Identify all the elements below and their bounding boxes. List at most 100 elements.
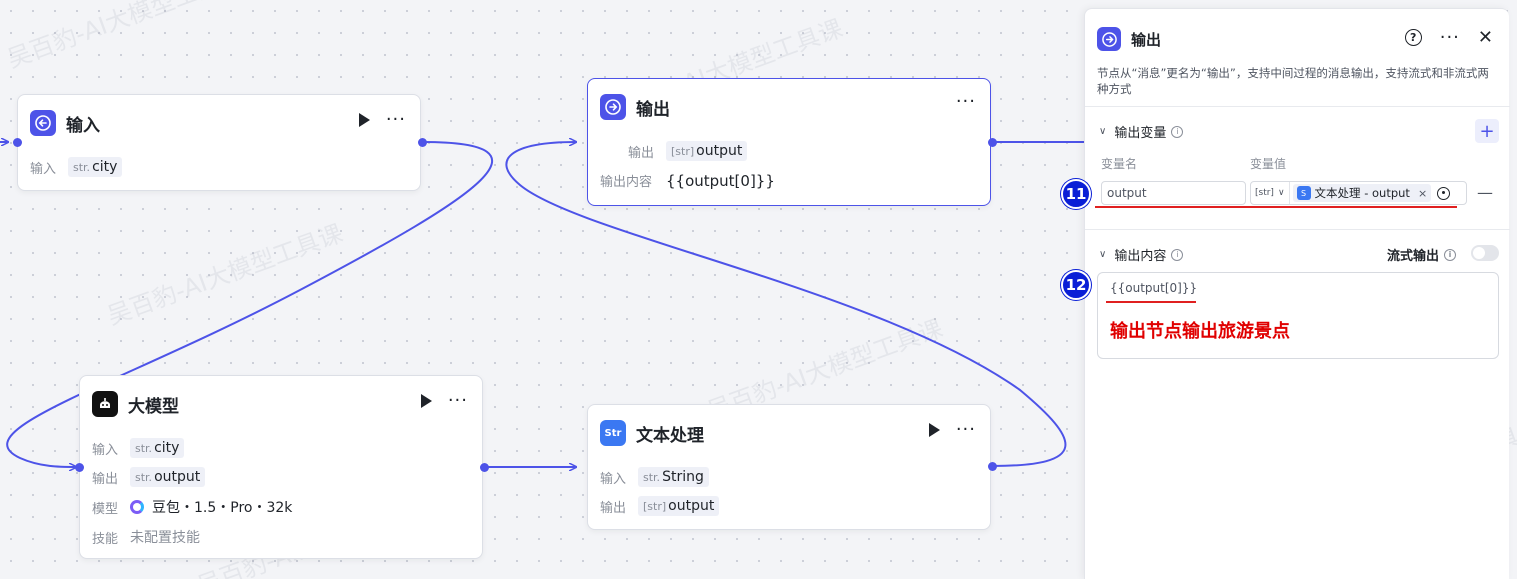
more-node-llm-icon[interactable]: ···: [447, 390, 468, 411]
info-icon[interactable]: i: [1444, 248, 1457, 261]
panel-title: 输出: [1131, 30, 1162, 49]
node-input-in-port[interactable]: [13, 138, 22, 147]
stream-output-text: 流式输出: [1387, 249, 1440, 264]
annotation-underline: [1095, 206, 1457, 208]
node-llm-actions: ···: [420, 390, 468, 411]
remove-variable-button[interactable]: —: [1477, 183, 1493, 202]
node-input-title: 输入: [66, 115, 100, 136]
output-content-editor[interactable]: {{output[0]}} 输出节点输出旅游景点: [1097, 272, 1499, 359]
variable-value-selector[interactable]: [str] ∨ S 文本处理 - output ×: [1250, 181, 1467, 205]
panel-header: 输出: [1097, 27, 1161, 51]
node-llm-title: 大模型: [128, 396, 179, 417]
output-content-section-header[interactable]: ∨ 输出内容 i: [1099, 245, 1184, 264]
node-text-actions: ···: [928, 419, 976, 440]
node-llm[interactable]: 大模型 ··· 输入 str. city 输出 str. output 模型 豆…: [79, 375, 483, 559]
node-output-row-output: 输出 [str] output: [628, 141, 748, 161]
doubao-logo-icon: [130, 500, 144, 514]
annotation-underline: [1106, 301, 1196, 303]
type-label: str.: [73, 160, 91, 174]
node-text-title: 文本处理: [636, 425, 704, 446]
info-icon[interactable]: i: [1171, 248, 1184, 261]
run-node-text-icon[interactable]: [928, 423, 940, 437]
row-label: 输出: [600, 500, 627, 516]
node-output[interactable]: 输出 ··· 输出 [str] output 输出内容 {{output[0]}…: [587, 78, 991, 206]
edge-text-to-output: [505, 142, 1067, 467]
model-name: 豆包・1.5・Pro・32k: [152, 500, 293, 516]
type-label: str.: [643, 470, 661, 484]
row-label: 输出内容: [600, 175, 653, 190]
node-text-row-input: 输入 str. String: [600, 467, 709, 487]
variable-tag: str. output: [130, 467, 206, 487]
row-label: 输入: [92, 442, 119, 458]
output-vars-section-header[interactable]: ∨ 输出变量 i: [1099, 122, 1184, 141]
node-output-out-port[interactable]: [988, 138, 997, 147]
row-label: 输出: [628, 145, 655, 161]
node-input-actions: ···: [358, 109, 406, 130]
node-text-out-port[interactable]: [988, 462, 997, 471]
type-label: [str]: [643, 499, 667, 513]
output-arrow-icon: [1097, 27, 1121, 51]
node-llm-out-port[interactable]: [480, 463, 489, 472]
more-node-input-icon[interactable]: ···: [385, 109, 406, 130]
variable-name: city: [154, 440, 180, 456]
panel-toolbar: ? ··· ✕: [1404, 26, 1493, 48]
more-node-output-icon[interactable]: ···: [955, 91, 976, 112]
panel-more-icon[interactable]: ···: [1439, 26, 1460, 48]
info-icon[interactable]: i: [1171, 125, 1184, 138]
stream-output-toggle[interactable]: [1471, 245, 1499, 261]
node-input-out-port[interactable]: [418, 138, 427, 147]
value-type-select[interactable]: [str] ∨: [1251, 182, 1290, 204]
type-label: str.: [135, 470, 153, 484]
target-select-icon[interactable]: [1437, 186, 1451, 200]
output-content-expression: {{output[0]}}: [666, 171, 775, 190]
clear-reference-icon[interactable]: ×: [1417, 186, 1428, 200]
column-variable-name: 变量名: [1101, 157, 1138, 171]
type-label: str.: [135, 441, 153, 455]
reference-value: 文本处理 - output: [1314, 186, 1410, 200]
reference-chip[interactable]: S 文本处理 - output ×: [1292, 184, 1432, 202]
help-icon[interactable]: ?: [1404, 29, 1422, 46]
node-text-header: Str 文本处理: [600, 419, 704, 447]
node-llm-in-port[interactable]: [75, 463, 84, 472]
close-icon[interactable]: ✕: [1477, 26, 1493, 48]
node-text-process[interactable]: Str 文本处理 ··· 输入 str. String 输出 [str] out…: [587, 404, 991, 530]
node-input[interactable]: 输入 ··· 输入 str. city: [17, 94, 421, 191]
divider: [1085, 106, 1510, 107]
row-label: 输入: [600, 471, 627, 487]
node-llm-row-input: 输入 str. city: [92, 438, 185, 458]
add-variable-button[interactable]: +: [1475, 119, 1499, 143]
chevron-down-icon[interactable]: ∨: [1099, 249, 1107, 260]
variable-name: String: [662, 469, 704, 485]
node-output-title: 输出: [636, 99, 670, 120]
node-llm-row-output: 输出 str. output: [92, 467, 206, 487]
output-content-expression: {{output[0]}}: [1110, 281, 1198, 295]
stream-output-label: 流式输出 i: [1387, 245, 1457, 264]
variable-name-input[interactable]: [1101, 181, 1246, 205]
row-label: 输出: [92, 471, 119, 487]
node-output-actions: ···: [955, 91, 976, 112]
text-process-icon: Str: [600, 420, 626, 446]
edge-input-to-llm: [6, 141, 493, 467]
skill-value: 未配置技能: [130, 530, 200, 546]
node-llm-header: 大模型: [92, 390, 179, 418]
variable-tag: [str] output: [666, 141, 748, 161]
type-label: [str]: [671, 144, 695, 158]
row-label: 模型: [92, 501, 119, 517]
chevron-down-icon: ∨: [1277, 188, 1285, 198]
variable-name: city: [92, 159, 118, 175]
row-label: 输入: [30, 161, 57, 177]
run-node-input-icon[interactable]: [358, 113, 370, 127]
node-input-header: 输入: [30, 109, 100, 137]
chevron-down-icon[interactable]: ∨: [1099, 126, 1107, 137]
node-input-row-input: 输入 str. city: [30, 157, 123, 177]
divider: [1085, 229, 1510, 230]
input-arrow-icon: [30, 110, 56, 136]
variable-name: output: [668, 498, 715, 514]
run-node-llm-icon[interactable]: [420, 394, 432, 408]
annotation-badge-12: 12: [1061, 270, 1091, 300]
value-type: [str]: [1255, 188, 1274, 198]
variable-tag: [str] output: [638, 496, 720, 516]
more-node-text-icon[interactable]: ···: [955, 419, 976, 440]
